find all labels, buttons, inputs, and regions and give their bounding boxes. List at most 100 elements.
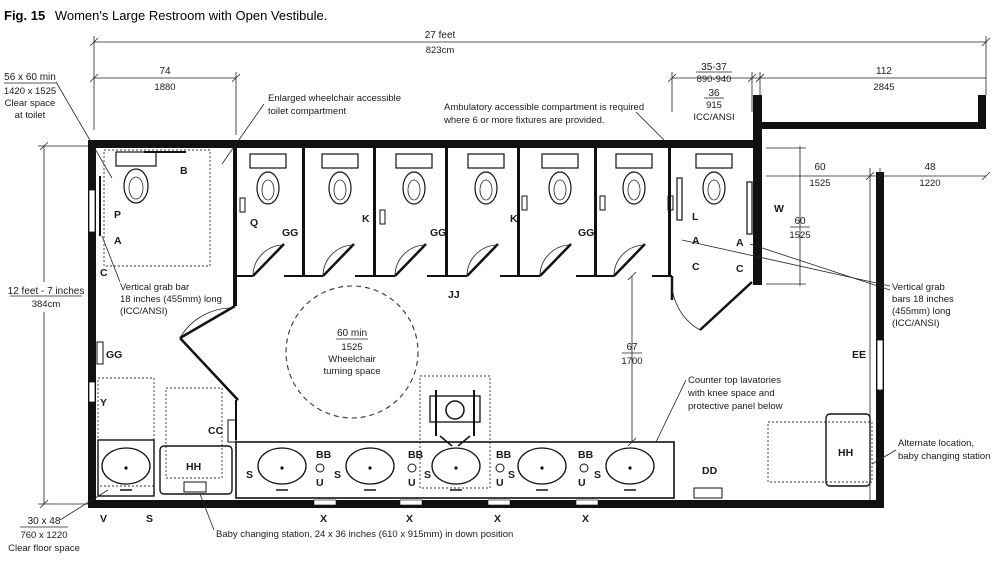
code-y: Y bbox=[100, 397, 107, 409]
code-x-1: X bbox=[320, 513, 327, 525]
code-gg-2: GG bbox=[430, 227, 446, 239]
code-bb-4: BB bbox=[578, 449, 594, 461]
note-ambulatory-2: where 6 or more fixtures are provided. bbox=[443, 115, 605, 126]
overall-width: 27 feet bbox=[425, 30, 456, 41]
note-alt-1: Alternate location, bbox=[898, 438, 974, 449]
clear-space-toilet-metric: 1420 x 1525 bbox=[4, 86, 56, 97]
code-a-amb2: A bbox=[736, 237, 744, 249]
counter-lavatories bbox=[97, 413, 871, 499]
toilets bbox=[99, 151, 753, 236]
code-q: Q bbox=[250, 217, 258, 229]
code-bb-2: BB bbox=[408, 449, 424, 461]
clear-space-line2: at toilet bbox=[15, 110, 46, 121]
note-grab-right-3: (455mm) long bbox=[892, 306, 951, 317]
amb-width: 36 bbox=[708, 88, 720, 99]
turning-circle bbox=[285, 285, 419, 419]
code-s-1: S bbox=[246, 469, 253, 481]
amb-width-metric: 915 bbox=[706, 100, 722, 111]
vest-60-vert-metric: 1525 bbox=[789, 230, 810, 241]
toilet-stall-6 bbox=[541, 153, 579, 205]
clear-space-toilet-dim: 56 x 60 min bbox=[4, 72, 56, 83]
note-grab-right-4: (ICC/ANSI) bbox=[892, 318, 940, 329]
code-jj: JJ bbox=[448, 289, 460, 301]
element-codes: B P A C Q GG K GG K GG JJ L A C A C W EE… bbox=[100, 165, 866, 525]
room-depth-metric: 384cm bbox=[32, 299, 61, 310]
vest-48: 48 bbox=[924, 162, 936, 173]
aisle-depth-metric: 1700 bbox=[621, 356, 642, 367]
code-p: P bbox=[114, 209, 121, 221]
note-ambulatory-1: Ambulatory accessible compartment is req… bbox=[444, 102, 644, 113]
code-bb-3: BB bbox=[496, 449, 512, 461]
left-stall-width-metric: 1880 bbox=[154, 82, 175, 93]
wheelchair-clear bbox=[419, 375, 491, 489]
code-gg-1: GG bbox=[282, 227, 298, 239]
note-alt-2: baby changing station bbox=[898, 451, 990, 462]
note-enlarged-1: Enlarged wheelchair accessible bbox=[268, 93, 401, 104]
code-u-1: U bbox=[316, 477, 324, 489]
code-a-left: A bbox=[114, 235, 122, 247]
clear-space-toilet bbox=[103, 149, 211, 267]
figure-number: Fig. 15 bbox=[4, 8, 45, 23]
left-dimensions: 56 x 60 min 1420 x 1525 Clear space at t… bbox=[4, 72, 113, 554]
toilet-stall-3 bbox=[321, 153, 359, 205]
top-dimensions: 27 feet 823cm 74 1880 35-37 890-940 36 9… bbox=[89, 30, 991, 135]
vest-60-metric: 1525 bbox=[809, 178, 830, 189]
code-x-2: X bbox=[406, 513, 413, 525]
note-baby-station: Baby changing station, 24 x 36 inches (6… bbox=[216, 529, 513, 540]
vest-48-metric: 1220 bbox=[919, 178, 940, 189]
note-counter-1: Counter top lavatories bbox=[688, 375, 781, 386]
toilet-stall-5 bbox=[467, 153, 505, 205]
amb-width-range-metric: 890-940 bbox=[697, 74, 732, 85]
figure-title: Women's Large Restroom with Open Vestibu… bbox=[55, 8, 328, 23]
code-dd: DD bbox=[702, 465, 718, 477]
clear-floor-dim: 30 x 48 bbox=[28, 516, 61, 527]
code-bb-1: BB bbox=[316, 449, 332, 461]
annotation-notes: Enlarged wheelchair accessible toilet co… bbox=[101, 93, 990, 540]
code-u-3: U bbox=[496, 477, 504, 489]
note-counter-3: protective panel below bbox=[688, 401, 783, 412]
clear-floor-metric: 760 x 1220 bbox=[20, 530, 67, 541]
baby-station-clear bbox=[165, 387, 223, 479]
vest-60: 60 bbox=[814, 162, 826, 173]
code-gg-3: GG bbox=[578, 227, 594, 239]
vestibule-width-metric: 2845 bbox=[873, 82, 894, 93]
note-grab-left-2: 18 inches (455mm) long bbox=[120, 294, 222, 305]
note-grab-left-3: (ICC/ANSI) bbox=[120, 306, 168, 317]
amb-width-std: ICC/ANSI bbox=[693, 112, 734, 123]
code-c-amb2: C bbox=[736, 263, 744, 275]
left-stall-width: 74 bbox=[159, 66, 171, 77]
aisle-depth: 67 bbox=[626, 342, 638, 353]
toilet-accessible bbox=[99, 151, 186, 236]
code-x-4: X bbox=[582, 513, 589, 525]
aisle-dimension: 67 1700 bbox=[621, 271, 643, 447]
amb-width-range: 35-37 bbox=[701, 62, 727, 73]
vest-60-vert: 60 bbox=[794, 216, 806, 227]
code-hh: HH bbox=[186, 461, 201, 473]
code-b: B bbox=[180, 165, 188, 177]
clear-floor-sink bbox=[97, 377, 155, 487]
room-depth: 12 feet - 7 inches bbox=[8, 286, 85, 297]
code-v: V bbox=[100, 513, 107, 525]
code-s-3: S bbox=[424, 469, 431, 481]
note-enlarged-2: toilet compartment bbox=[268, 106, 347, 117]
toilet-stall-4 bbox=[395, 153, 433, 205]
code-l: L bbox=[692, 211, 699, 223]
wheelchair-icon bbox=[429, 390, 481, 447]
code-k-2: K bbox=[510, 213, 518, 225]
turning-line1: Wheelchair bbox=[328, 354, 376, 365]
room-walls bbox=[88, 95, 986, 508]
turning-min: 60 min bbox=[337, 328, 367, 339]
note-grab-right-2: bars 18 inches bbox=[892, 294, 954, 305]
code-c-amb1: C bbox=[692, 261, 700, 273]
code-s-2: S bbox=[334, 469, 341, 481]
code-ee: EE bbox=[852, 349, 866, 361]
code-c-left: C bbox=[100, 267, 108, 279]
alt-baby-clear bbox=[767, 421, 873, 483]
note-counter-2: with knee space and bbox=[687, 388, 775, 399]
code-a-amb1: A bbox=[692, 235, 700, 247]
turning-line2: turning space bbox=[323, 366, 380, 377]
code-s-5: S bbox=[594, 469, 601, 481]
clear-space-line1: Clear space bbox=[5, 98, 56, 109]
vestibule-dimensions: 60 1525 48 1220 60 1525 bbox=[766, 146, 991, 500]
